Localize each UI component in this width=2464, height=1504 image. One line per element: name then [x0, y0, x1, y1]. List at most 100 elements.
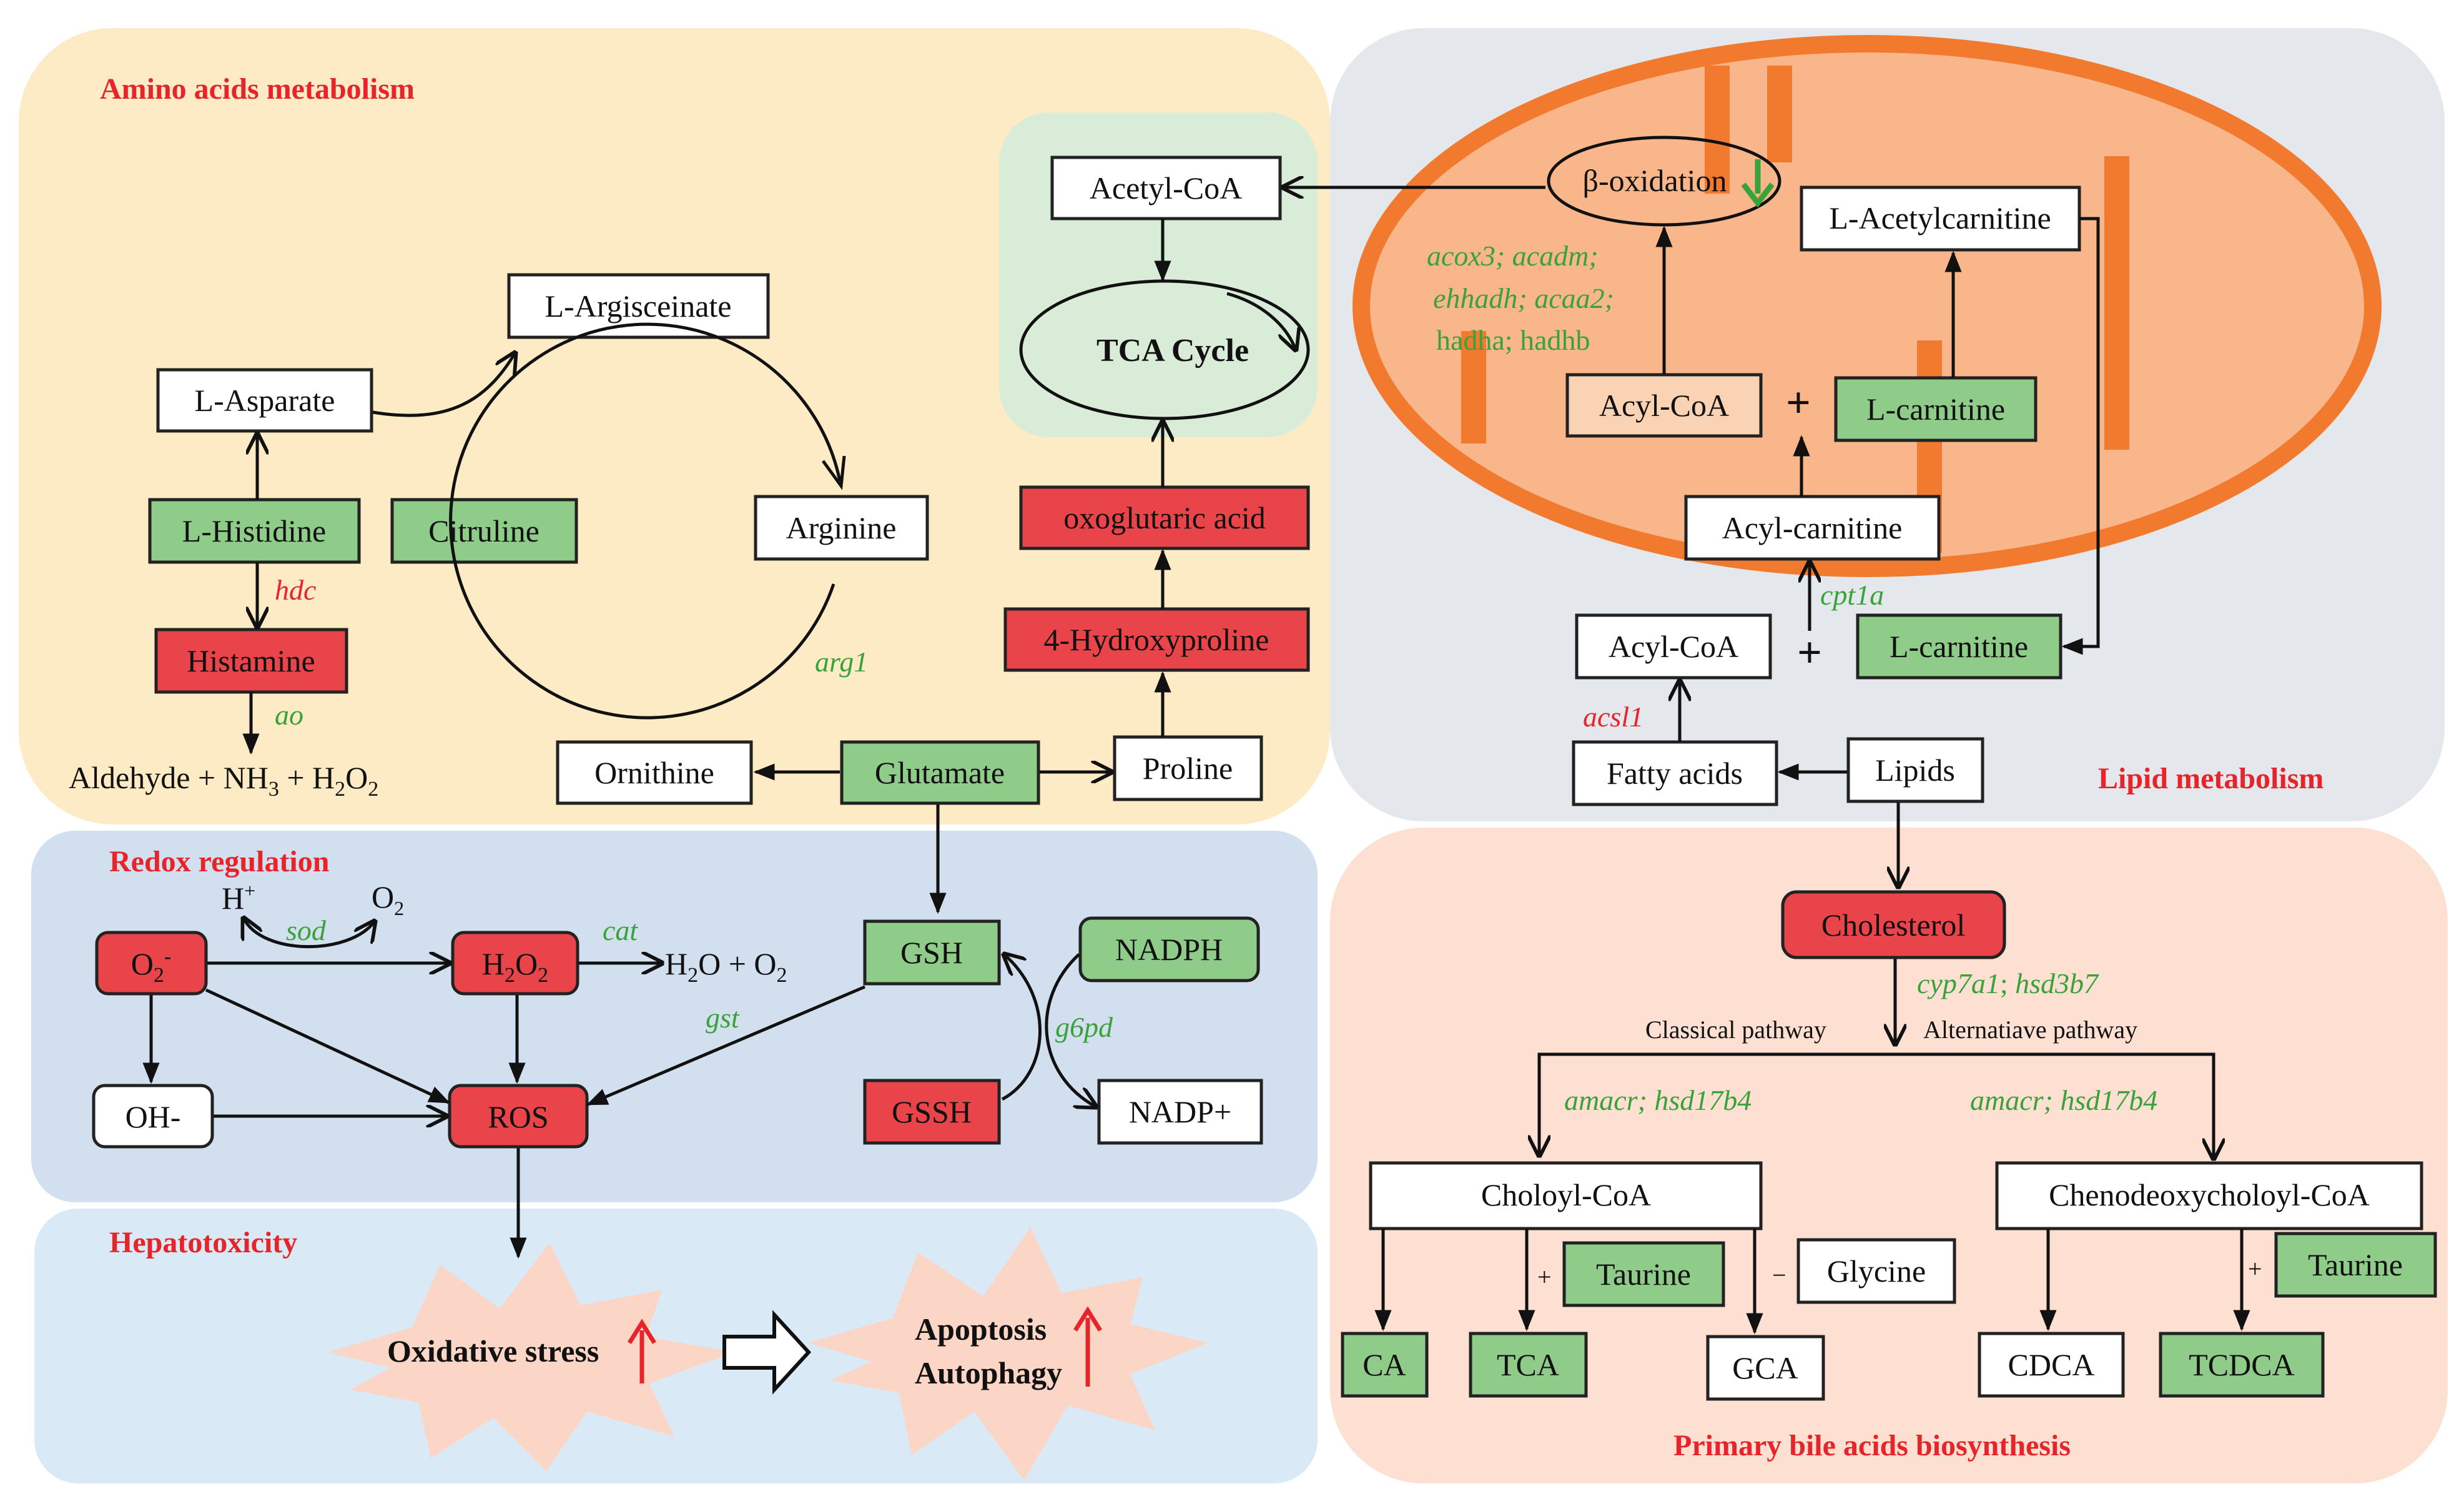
chenodeoxycholoyl-coa-label: Chenodeoxycholoyl-CoA — [2049, 1177, 2370, 1212]
ca-box — [1341, 1332, 1429, 1398]
acyl-carnitine-box — [1684, 495, 1941, 561]
acyl-carnitine-label: Acyl-carnitine — [1722, 510, 1903, 545]
oxoglutaric-acid-box — [1019, 485, 1310, 550]
acyl-coa-bottom-box — [1575, 613, 1772, 680]
cdca-label: CDCA — [2008, 1347, 2095, 1382]
plus-sign-top: + — [1786, 379, 1811, 427]
h2o2-box — [451, 931, 579, 996]
hydroxyl-box — [92, 1084, 214, 1149]
beta-oxidation-label: β-oxidation — [1583, 163, 1727, 198]
cdca-box — [1978, 1332, 2125, 1398]
proline-label: Proline — [1143, 751, 1233, 786]
glycine-box — [1796, 1238, 1956, 1304]
section-title-hepatotoxicity: Hepatotoxicity — [109, 1226, 297, 1259]
tca-box — [1469, 1332, 1588, 1398]
citruline-box — [390, 498, 578, 564]
gene-hadha-hadhb: hadha; hadhb — [1436, 324, 1590, 356]
arginine-box — [754, 495, 929, 561]
acyl-coa-top-label: Acyl-CoA — [1599, 388, 1729, 423]
l-carnitine-top-label: L-carnitine — [1866, 392, 2005, 427]
pathway-split-line — [1539, 1052, 2214, 1159]
gene-hdc: hdc — [275, 574, 316, 606]
nadph-box — [1078, 916, 1260, 982]
gene-sod: sod — [286, 914, 327, 946]
gsh-label: GSH — [900, 935, 963, 970]
glutamate-box — [840, 740, 1040, 805]
tcdca-label: TCDCA — [2189, 1347, 2294, 1382]
urea-cycle-arrowhead — [821, 455, 846, 490]
plus-taurine-left: + — [1537, 1263, 1552, 1291]
gssh-box — [863, 1079, 1001, 1145]
section-title-amino: Amino acids metabolism — [100, 72, 415, 106]
arginine-label: Arginine — [786, 510, 897, 545]
plus-sign-bottom: + — [1797, 629, 1822, 677]
gene-acox3-acadm: acox3; acadm; — [1427, 240, 1599, 272]
minus-glycine: − — [1772, 1261, 1786, 1289]
taurine-left-label: Taurine — [1596, 1257, 1691, 1292]
o2-label: O2 — [372, 879, 404, 919]
urea-cycle-circle — [449, 322, 842, 720]
hollow-right-arrow — [722, 1310, 812, 1395]
acetylcarnitine-to-l-carnitine-arrow — [2061, 217, 2100, 655]
oxidative-stress-burst — [328, 1243, 734, 1471]
acyl-coa-top-box — [1565, 373, 1763, 438]
alternative-pathway-label: Alternatiave pathway — [1923, 1016, 2137, 1044]
asparate-to-argisceinate-arrow — [372, 353, 515, 417]
beta-oxidation-down-arrow — [1741, 159, 1775, 208]
superoxide-label: O2- — [131, 945, 171, 987]
gene-gst: gst — [706, 1002, 740, 1034]
oxidative-stress-up-arrow — [628, 1318, 656, 1383]
gene-amacr-hsd17b4-right: amacr; hsd17b4 — [1970, 1084, 2157, 1116]
l-acetylcarnitine-label: L-Acetylcarnitine — [1829, 200, 2051, 235]
acetyl-coa-label: Acetyl-CoA — [1090, 171, 1242, 205]
gca-label: GCA — [1732, 1350, 1798, 1385]
taurine-left-box — [1562, 1241, 1725, 1307]
gsh-box — [863, 919, 1001, 986]
gssh-label: GSSH — [892, 1094, 972, 1129]
l-asparate-label: L-Asparate — [195, 383, 335, 418]
section-title-lipid: Lipid metabolism — [2098, 762, 2324, 795]
h-plus-label: H+ — [222, 879, 255, 916]
gene-arg1: arg1 — [815, 646, 868, 678]
cholesterol-label: Cholesterol — [1821, 908, 1966, 942]
fatty-acids-box — [1572, 740, 1778, 806]
tca-label: TCA — [1497, 1347, 1559, 1382]
superoxide-to-ros-arrow — [205, 988, 451, 1104]
taurine-right-label: Taurine — [2308, 1247, 2403, 1282]
l-argisceinate-box — [507, 273, 770, 339]
h2o-o2-product: H2O + O2 — [665, 946, 787, 987]
gene-g6pd: g6pd — [1055, 1011, 1113, 1043]
choloyl-coa-box — [1369, 1161, 1763, 1230]
superoxide-box — [95, 931, 208, 996]
hydroxyproline-box — [1003, 607, 1310, 672]
l-histidine-box — [148, 498, 361, 564]
gene-amacr-hsd17b4-left: amacr; hsd17b4 — [1564, 1084, 1752, 1116]
taurine-right-box — [2274, 1232, 2437, 1298]
tca-cycle-label: TCA Cycle — [1096, 333, 1249, 369]
citruline-label: Citruline — [428, 513, 540, 548]
l-carnitine-top-box — [1834, 376, 2038, 442]
aldehyde-products: Aldehyde + NH3 + H2O2 — [69, 760, 378, 801]
hydroxyproline-label: 4-Hydroxyproline — [1043, 622, 1269, 657]
gene-cat: cat — [603, 914, 638, 946]
tcdca-box — [2159, 1332, 2325, 1398]
gene-acsl1: acsl1 — [1583, 701, 1643, 733]
section-title-redox: Redox regulation — [109, 845, 329, 878]
sod-arc — [244, 918, 375, 949]
gca-box — [1706, 1335, 1825, 1401]
ornithine-label: Ornithine — [594, 755, 714, 790]
glutamate-label: Glutamate — [875, 755, 1005, 790]
ros-box — [448, 1084, 589, 1149]
l-histidine-label: L-Histidine — [182, 513, 327, 548]
glycine-label: Glycine — [1827, 1254, 1926, 1289]
choloyl-coa-label: Choloyl-CoA — [1481, 1177, 1651, 1212]
nadph-label: NADPH — [1115, 932, 1223, 967]
fatty-acids-label: Fatty acids — [1607, 756, 1743, 791]
cholesterol-box — [1781, 890, 2006, 959]
acyl-coa-bottom-label: Acyl-CoA — [1609, 629, 1738, 664]
apoptosis-label: Apoptosis — [915, 1312, 1047, 1347]
l-carnitine-bottom-label: L-carnitine — [1890, 629, 2028, 664]
gene-cyp7a1-hsd3b7: cyp7a1; hsd3b7 — [1917, 967, 2099, 999]
nadp-box — [1097, 1079, 1263, 1145]
